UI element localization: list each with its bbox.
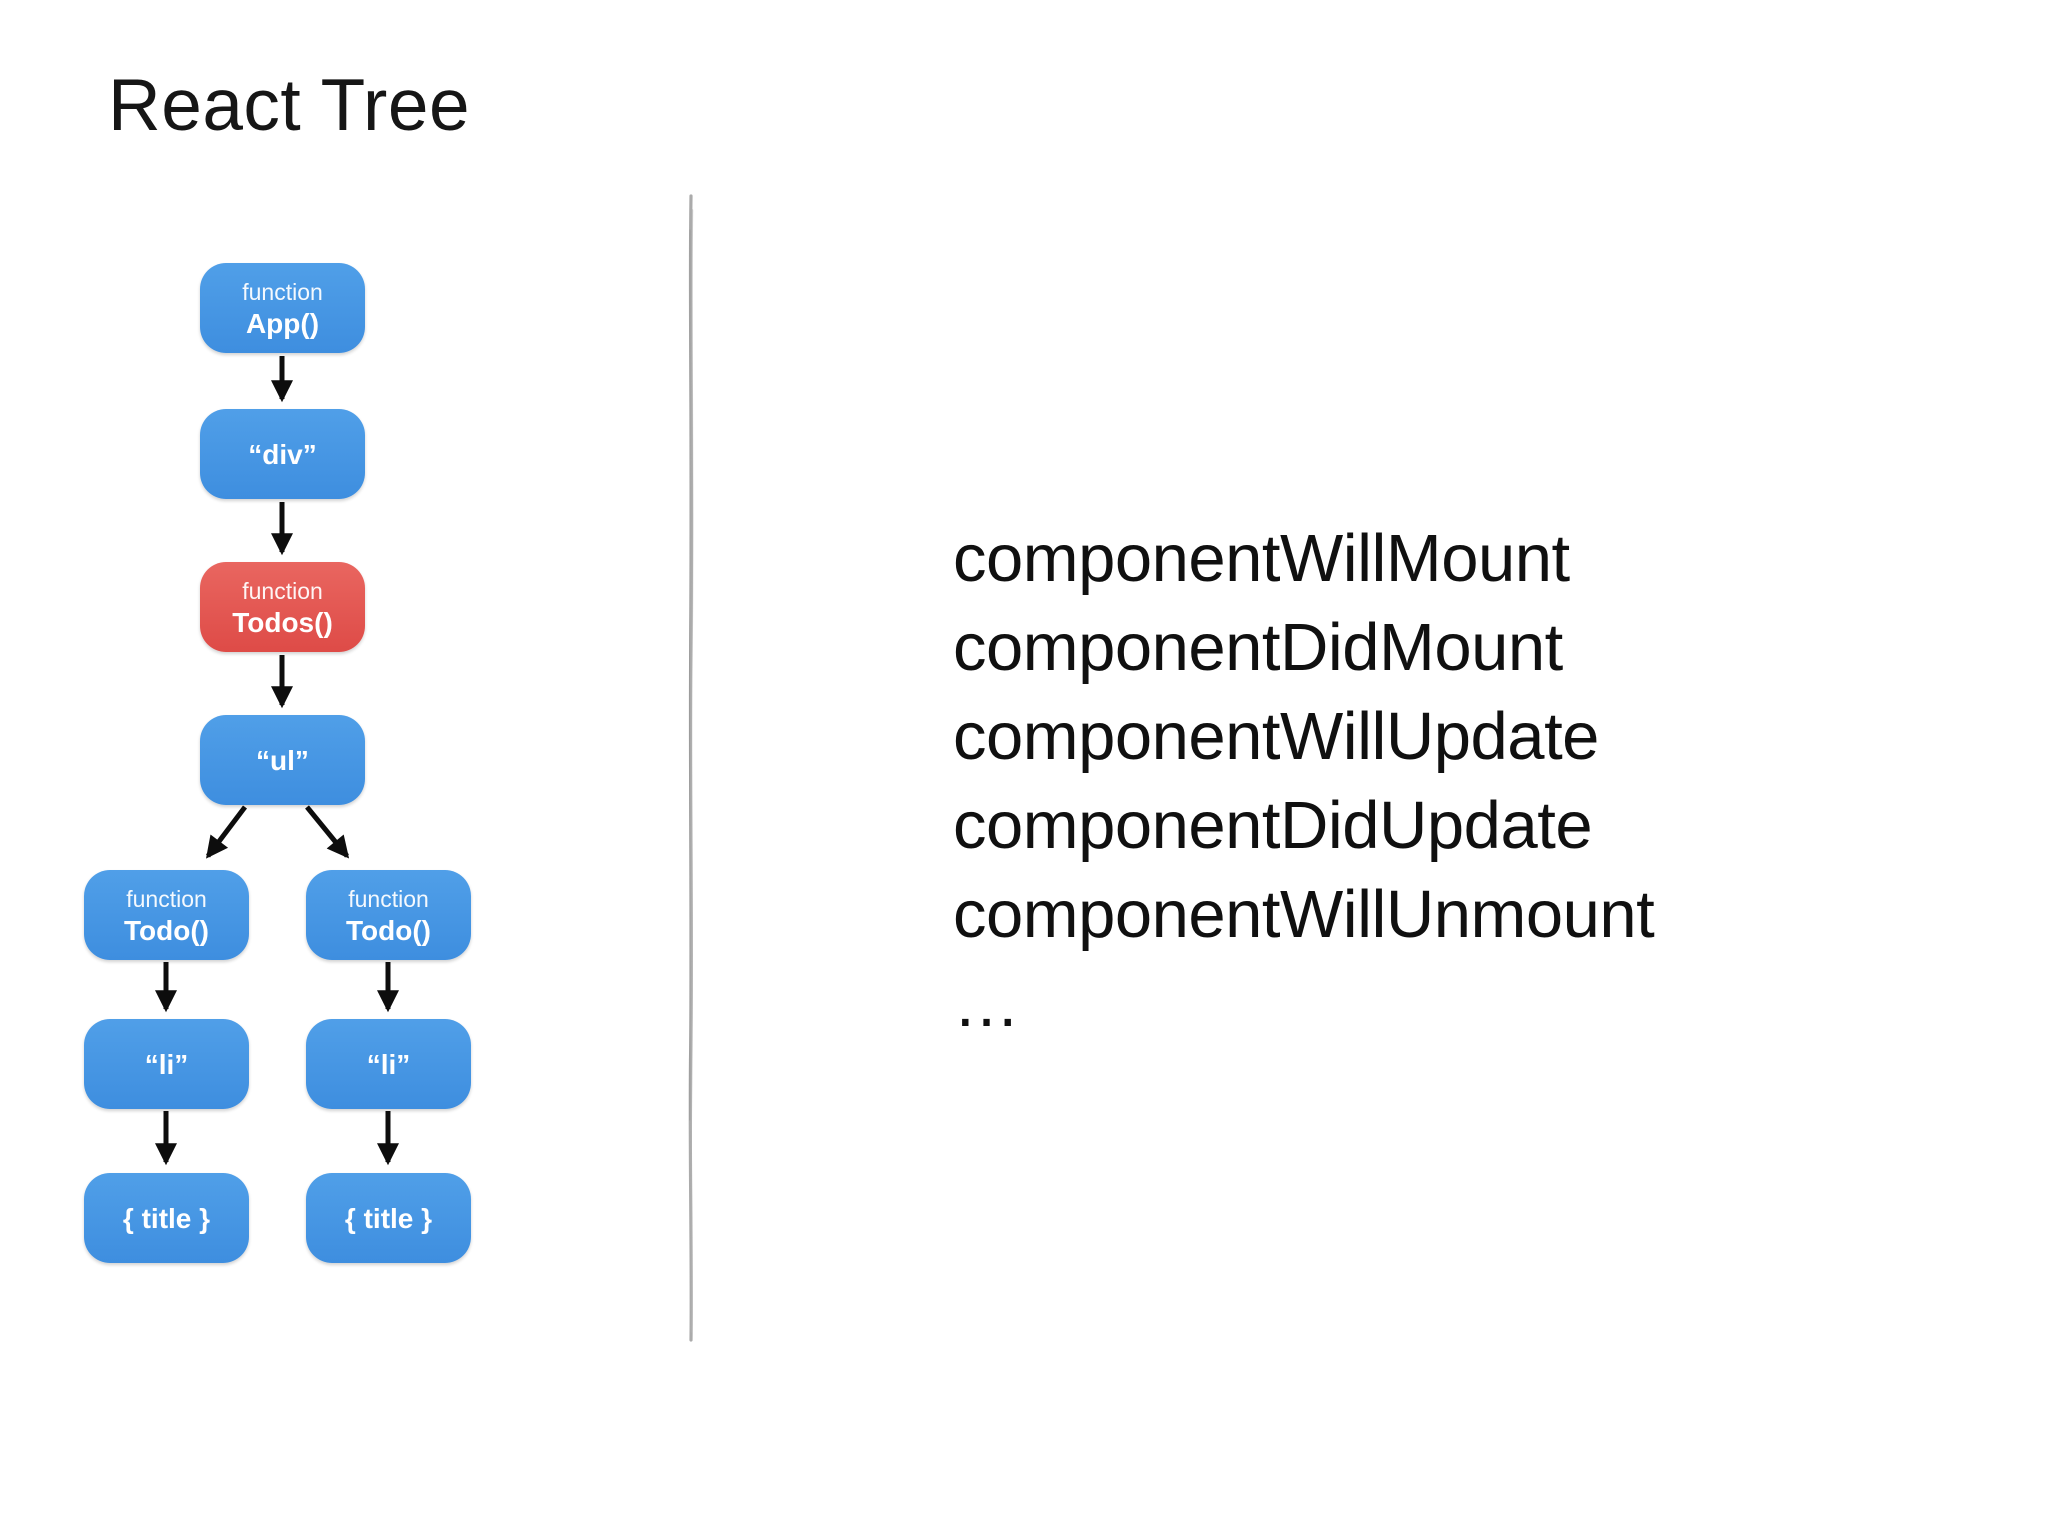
tree-node-li-right: “li” (306, 1019, 471, 1109)
tree-node-ul: “ul” (200, 715, 365, 805)
lifecycle-method-list: componentWillMount componentDidMount com… (953, 514, 1655, 1048)
tree-node-todo-left: function Todo() (84, 870, 249, 960)
node-name-label: { title } (344, 1202, 433, 1234)
lifecycle-method-componentwillunmount: componentWillUnmount (953, 877, 1655, 952)
node-name-label: Todos() (232, 606, 333, 638)
node-kind-label: function (242, 577, 323, 604)
node-kind-label: function (126, 885, 207, 912)
tree-node-app: function App() (200, 263, 365, 353)
tree-node-li-left: “li” (84, 1019, 249, 1109)
lifecycle-method-componentwillupdate: componentWillUpdate (953, 699, 1599, 774)
tree-node-todo-right: function Todo() (306, 870, 471, 960)
lifecycle-method-componentdidupdate: componentDidUpdate (953, 788, 1593, 863)
tree-node-todos: function Todos() (200, 562, 365, 652)
page-title: React Tree (108, 65, 471, 146)
lifecycle-ellipsis: … (953, 966, 1020, 1041)
lifecycle-method-componentdidmount: componentDidMount (953, 610, 1563, 685)
divider-line (688, 194, 694, 1342)
node-name-label: Todo() (346, 914, 431, 946)
lifecycle-method-componentwillmount: componentWillMount (953, 521, 1570, 596)
node-name-label: “li” (366, 1048, 411, 1080)
node-name-label: App() (245, 307, 320, 339)
node-name-label: “li” (144, 1048, 189, 1080)
tree-node-title-right: { title } (306, 1173, 471, 1263)
tree-node-title-left: { title } (84, 1173, 249, 1263)
node-name-label: “div” (248, 438, 317, 470)
node-name-label: { title } (122, 1202, 211, 1234)
node-name-label: Todo() (124, 914, 209, 946)
tree-node-div: “div” (200, 409, 365, 499)
node-kind-label: function (348, 885, 429, 912)
node-kind-label: function (242, 278, 323, 305)
node-name-label: “ul” (256, 744, 309, 776)
